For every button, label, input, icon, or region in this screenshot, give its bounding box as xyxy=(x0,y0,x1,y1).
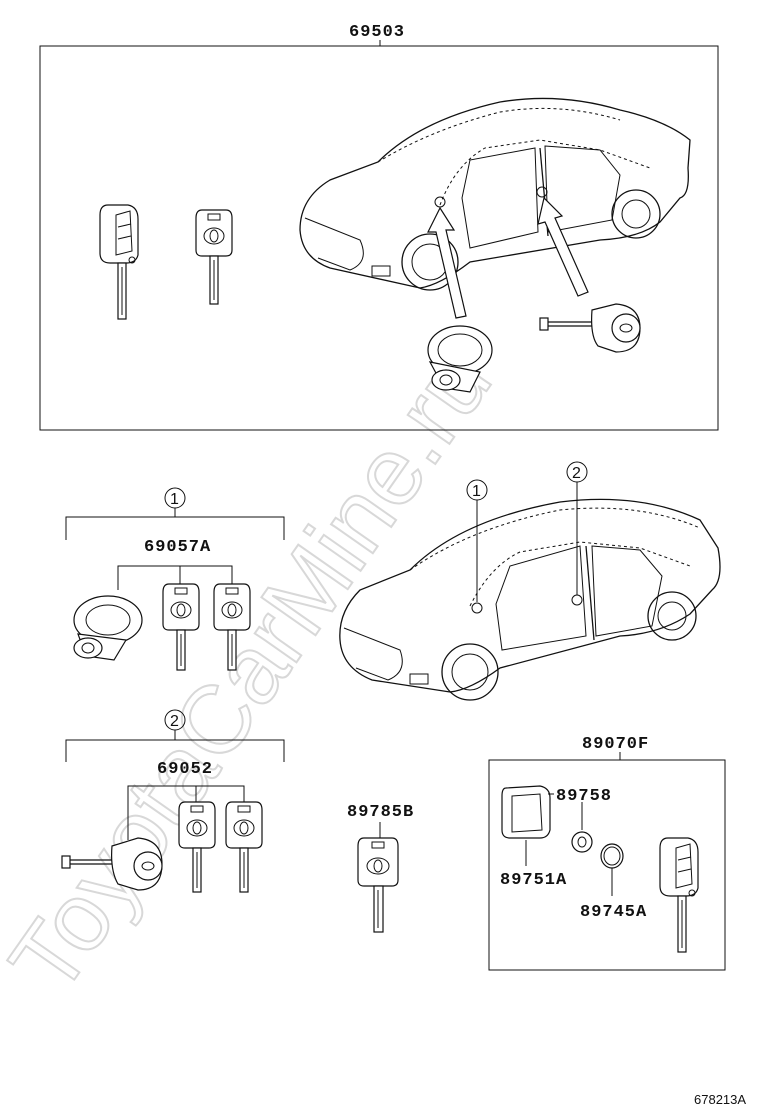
remote-key-icon[interactable] xyxy=(99,204,139,320)
transmitter-set-group: 89070F 89758 89751A 89745A xyxy=(488,735,726,971)
key-icon[interactable] xyxy=(195,209,233,305)
transmitter-case-icon[interactable] xyxy=(501,785,551,839)
cover-icon[interactable] xyxy=(571,831,593,853)
key-icon[interactable] xyxy=(178,801,216,893)
car-icon xyxy=(339,498,721,701)
set-2-group: 2 69052 xyxy=(61,709,285,893)
set-1-group: 1 69057A xyxy=(65,487,285,671)
lock-cylinder-icon[interactable] xyxy=(427,325,493,393)
arrow-icon xyxy=(427,196,589,319)
callout-89785B[interactable]: 89785B xyxy=(347,803,414,822)
reference-code: 678213A xyxy=(694,1092,746,1107)
key-icon[interactable] xyxy=(213,583,251,671)
key-icon[interactable] xyxy=(162,583,200,671)
main-set-group: 69503 xyxy=(39,23,719,431)
callout-89758[interactable]: 89758 xyxy=(556,787,612,806)
car-icon xyxy=(299,97,691,291)
callout-89751A[interactable]: 89751A xyxy=(500,871,567,890)
circle-2-car-label: 2 xyxy=(572,465,581,482)
callout-69057A[interactable]: 69057A xyxy=(144,538,211,557)
watermark-text: ToyotaCarMine.ru xyxy=(0,330,512,1012)
callout-69503[interactable]: 69503 xyxy=(349,23,405,42)
callout-69052[interactable]: 69052 xyxy=(157,760,213,779)
key-blank-group: 89785B xyxy=(347,803,414,933)
main-set-frame xyxy=(39,45,719,431)
remote-key-icon[interactable] xyxy=(659,837,699,953)
transmitter-set-frame xyxy=(488,759,726,971)
key-icon[interactable] xyxy=(357,837,399,933)
callout-89745A[interactable]: 89745A xyxy=(580,903,647,922)
key-icon[interactable] xyxy=(225,801,263,893)
lock-cylinder-icon[interactable] xyxy=(73,595,143,661)
car-location-group: 1 2 xyxy=(339,461,721,701)
circle-1-car-label: 1 xyxy=(472,483,481,500)
circle-1-label: 1 xyxy=(170,491,179,508)
circle-2-label: 2 xyxy=(170,713,179,730)
battery-icon[interactable] xyxy=(600,843,624,869)
callout-89070F[interactable]: 89070F xyxy=(582,735,649,754)
lock-cylinder-icon[interactable] xyxy=(61,837,163,891)
lock-cylinder-icon[interactable] xyxy=(539,303,641,353)
